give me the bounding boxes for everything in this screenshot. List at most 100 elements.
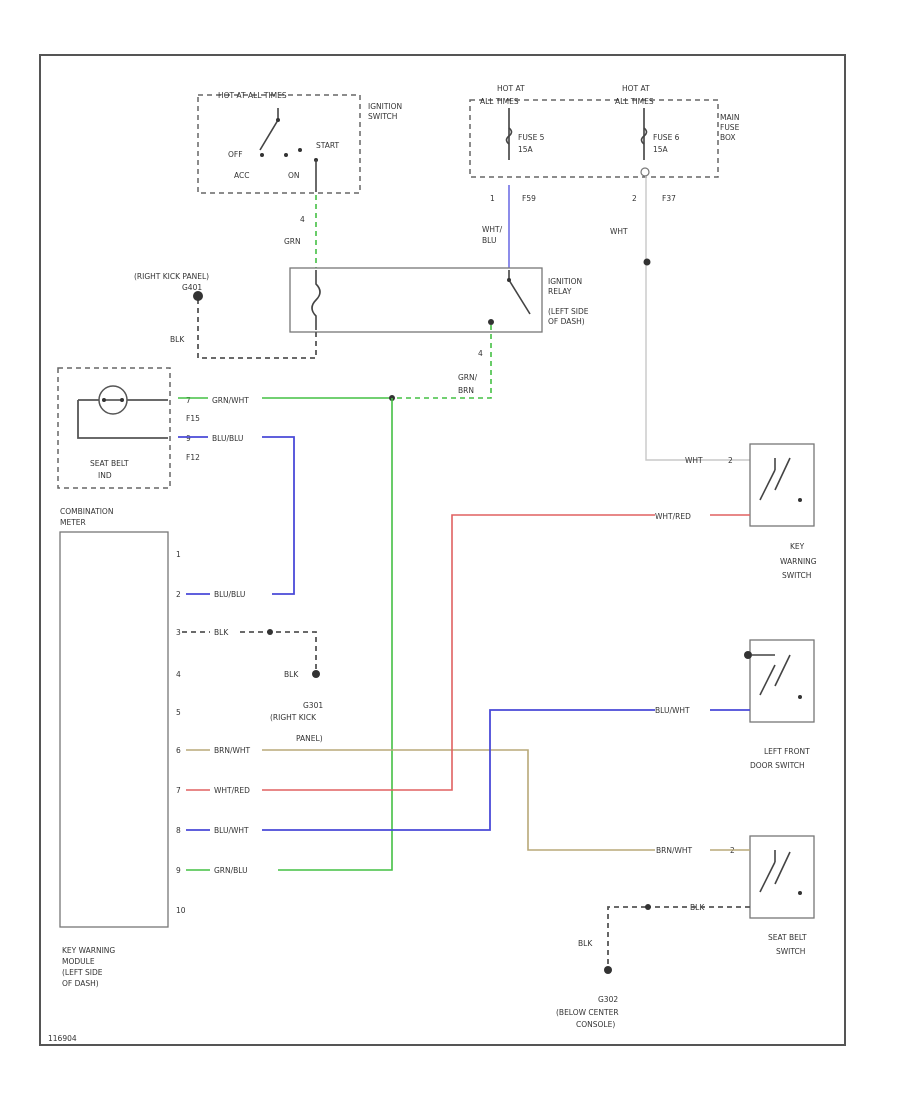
left-front-door-switch: BLU/WHT LEFT FRONT DOOR SWITCH xyxy=(655,639,815,770)
module-pin-3: 3 xyxy=(176,628,181,637)
module-pin-7: 7 xyxy=(176,786,181,795)
key-switch-wire1: WHT xyxy=(685,456,703,465)
module-name-2: MODULE xyxy=(62,957,95,966)
wire-grn-brn-relay xyxy=(392,325,492,399)
seat-belt-ind-name-1: SEAT BELT xyxy=(90,459,129,468)
fuse-box-hot2-1: HOT AT xyxy=(622,84,650,93)
ignition-relay-name-2: RELAY xyxy=(548,287,572,296)
ignition-switch-pos-off: OFF xyxy=(228,150,243,159)
module-wire-9: GRN/BLU xyxy=(214,866,248,875)
seat-belt-switch-name-2: SWITCH xyxy=(776,947,805,956)
fuse-box-pin2: 2 xyxy=(632,194,637,203)
wire-blu-wht xyxy=(186,709,655,831)
g301-label-2: PANEL) xyxy=(296,734,323,743)
seat-belt-ind-pin1: 7 xyxy=(186,396,191,405)
seat-belt-ind-name-2: IND xyxy=(98,471,112,480)
module-pin-8: 8 xyxy=(176,826,181,835)
door-switch-name-2: DOOR SWITCH xyxy=(750,761,805,770)
module-wire-2: BLU/BLU xyxy=(214,590,245,599)
fuse2-label-2: 15A xyxy=(653,145,669,154)
seat-belt-ind-wire2: BLU/BLU xyxy=(212,434,243,443)
diagram-frame xyxy=(39,54,846,1046)
g301-label-1: (RIGHT KICK xyxy=(270,713,317,722)
ignition-switch-pin: 4 xyxy=(300,215,305,224)
g401-wire: BLK xyxy=(170,335,185,344)
ground-g301-icon xyxy=(312,670,320,678)
fuse-box-conn1: F59 xyxy=(522,194,536,203)
fuse1-label-1: FUSE 5 xyxy=(518,133,545,142)
key-warning-module: COMBINATION METER KEY WARNING MODULE (LE… xyxy=(59,507,251,988)
ignition-relay-name-3: (LEFT SIDE xyxy=(548,307,589,316)
key-switch-name-3: SWITCH xyxy=(782,571,811,580)
wire-brn-wht xyxy=(186,749,655,851)
fuse-box-wire2: WHT xyxy=(610,227,628,236)
seat-belt-switch-wire1: BRN/WHT xyxy=(656,846,693,855)
ignition-switch-pos-acc: ACC xyxy=(234,171,249,180)
fuse-box-hot1-1: HOT AT xyxy=(497,84,525,93)
seat-belt-indicator: SEAT BELT IND 7 F15 9 F12 GRN/WHT BLU/BL… xyxy=(57,367,249,489)
module-pin-1: 1 xyxy=(176,550,181,559)
seat-belt-switch: BRN/WHT 2 BLK SEAT BELT SWITCH xyxy=(656,835,815,956)
ignition-relay-name-1: IGNITION xyxy=(548,277,582,286)
ignition-switch-pos-start: START xyxy=(316,141,340,150)
g301-wire: BLK xyxy=(284,670,299,679)
ground-g301: BLK G301 (RIGHT KICK PANEL) xyxy=(270,670,323,743)
module-wire-6: BRN/WHT xyxy=(214,746,251,755)
ignition-relay: IGNITION RELAY (LEFT SIDE OF DASH) 4 GRN… xyxy=(289,267,589,395)
wire-grn-blu-module xyxy=(278,398,393,871)
module-pin-5: 5 xyxy=(176,708,181,717)
fuse-box-wire1-1: WHT/ xyxy=(482,225,503,234)
fuse-box-pin1: 1 xyxy=(490,194,495,203)
seat-belt-ind-pin2: 9 xyxy=(186,434,191,443)
ground-g302: BLK G302 (BELOW CENTER CONSOLE) xyxy=(556,939,619,1029)
fuse-box-hot1-2: ALL TIMES xyxy=(480,97,519,106)
fuse-box-name-2: FUSE xyxy=(720,123,740,132)
ignition-relay-name-4: OF DASH) xyxy=(548,317,585,326)
g401-id: G401 xyxy=(182,283,202,292)
door-switch-wire: BLU/WHT xyxy=(655,706,690,715)
ignition-switch: HOT AT ALL TIMES IGNITION SWITCH OFF ACC… xyxy=(197,91,402,246)
ignition-switch-name-1: IGNITION xyxy=(368,102,402,111)
combination-meter-name-2: METER xyxy=(60,518,86,527)
seat-belt-switch-wire2: BLK xyxy=(690,903,705,912)
ground-g302-icon xyxy=(604,966,612,974)
key-warning-switch: WHT 2 WHT/RED KEY WARNING SWITCH xyxy=(655,443,817,580)
fuse2-label-1: FUSE 6 xyxy=(653,133,680,142)
module-wire-8: BLU/WHT xyxy=(214,826,249,835)
fuse-box-name-3: BOX xyxy=(720,133,736,142)
ignition-switch-wire: GRN xyxy=(284,237,301,246)
fuse-box-hot2-2: ALL TIMES xyxy=(615,97,654,106)
wire-blu-ind-module xyxy=(178,436,295,595)
key-switch-pin1: 2 xyxy=(728,456,733,465)
door-switch-name-1: LEFT FRONT xyxy=(764,747,810,756)
seat-belt-ind-conn2: F12 xyxy=(186,453,200,462)
fuse-box-name-1: MAIN xyxy=(720,113,739,122)
fuse1-label-2: 15A xyxy=(518,145,534,154)
ignition-switch-hot-label: HOT AT ALL TIMES xyxy=(218,91,287,100)
g302-id: G302 xyxy=(598,995,618,1004)
key-switch-name-2: WARNING xyxy=(780,557,817,566)
ignition-switch-pos-on: ON xyxy=(288,171,300,180)
g301-id: G301 xyxy=(303,701,323,710)
ignition-relay-wire-2: BRN xyxy=(458,386,474,395)
module-name-1: KEY WARNING xyxy=(62,946,115,955)
ignition-relay-wire-1: GRN/ xyxy=(458,373,478,382)
module-name-4: OF DASH) xyxy=(62,979,99,988)
ground-g401: (RIGHT KICK PANEL) G401 BLK xyxy=(134,272,209,344)
g401-label: (RIGHT KICK PANEL) xyxy=(134,272,209,281)
g302-label-2: CONSOLE) xyxy=(576,1020,615,1029)
module-pin-10: 10 xyxy=(176,906,186,915)
wire-blk-g301 xyxy=(182,631,317,672)
g302-wire: BLK xyxy=(578,939,593,948)
ignition-relay-pin: 4 xyxy=(478,349,483,358)
wire-blk-g302 xyxy=(607,906,750,968)
key-switch-wire2: WHT/RED xyxy=(655,512,691,521)
module-wire-7: WHT/RED xyxy=(214,786,250,795)
figure-code: 116904 xyxy=(48,1034,77,1043)
wire-blk-g401 xyxy=(197,295,317,359)
wire-wht-red xyxy=(186,514,655,791)
key-switch-name-1: KEY xyxy=(790,542,805,551)
module-name-3: (LEFT SIDE xyxy=(62,968,103,977)
seat-belt-switch-name-1: SEAT BELT xyxy=(768,933,807,942)
